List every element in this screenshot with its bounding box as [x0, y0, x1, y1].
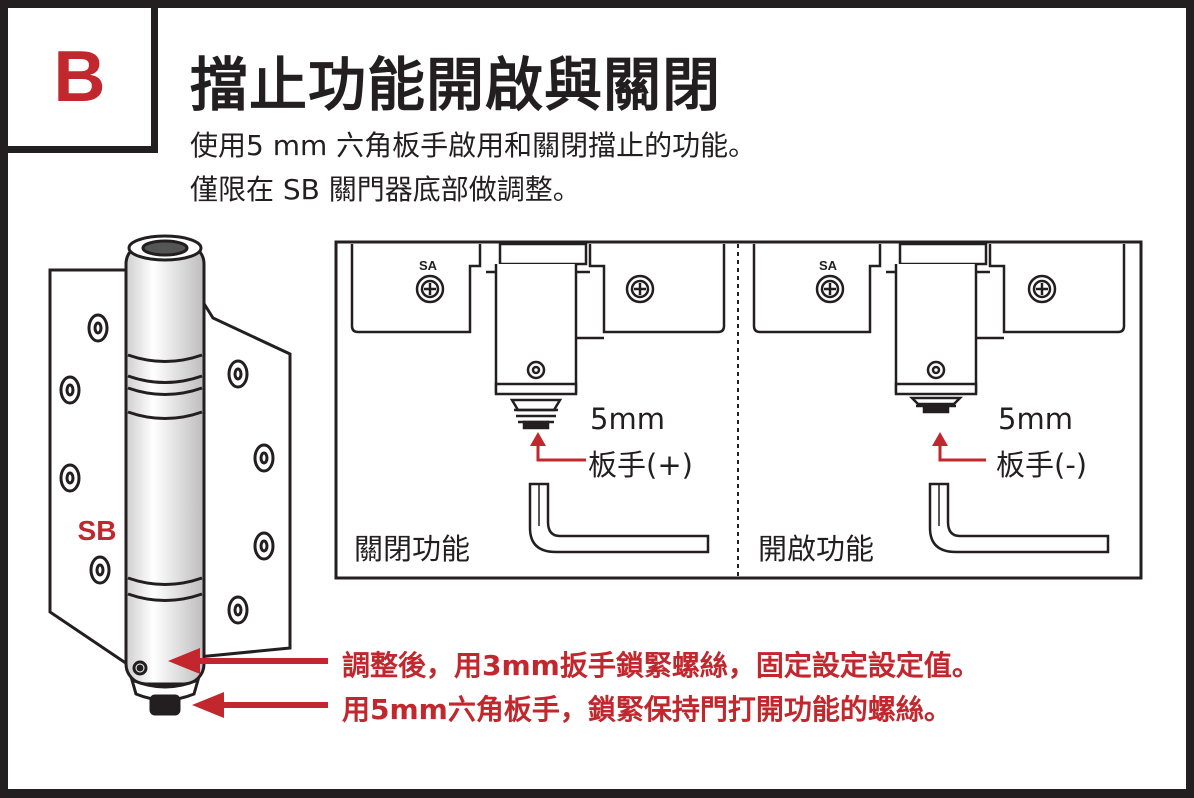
closer-drawing-close	[350, 242, 726, 554]
panel-1-wrench-direction: 板手(+)	[588, 448, 693, 482]
arrow-left-icon	[168, 648, 328, 674]
hinge-hole-icon	[227, 359, 275, 625]
panel-2-wrench-size: 5mm	[998, 402, 1073, 436]
panel-1-function-label: 關閉功能	[354, 532, 471, 566]
panel-2-wrench-direction: 板手(-)	[996, 448, 1088, 482]
arrow-left-icon	[192, 692, 328, 718]
hinge-hole-icon	[59, 313, 111, 585]
panel-2-mark: SA	[819, 258, 838, 273]
note-lock-5mm: 用5mm六角板手，鎖緊保持門打開功能的螺絲。	[342, 693, 952, 726]
illustration: SB	[48, 234, 1143, 718]
panel-2-function-label: 開啟功能	[758, 532, 875, 566]
arrow-up-icon	[530, 432, 586, 462]
subtitle-line-1: 使用5 mm 六角板手啟用和關閉擋止的功能。	[190, 129, 757, 162]
screw-head-icon	[815, 274, 1057, 304]
subtitle-line-2: 僅限在 SB 關門器底部做調整。	[190, 173, 581, 206]
section-badge: B	[8, 8, 158, 153]
hinge-illustration	[48, 234, 292, 716]
section-letter: B	[53, 37, 106, 117]
arrow-up-icon	[932, 432, 986, 462]
panel-1-mark: SA	[419, 258, 438, 273]
screw-head-icon	[415, 274, 655, 304]
page-title: 擋止功能開啟與關閉	[190, 51, 722, 119]
instruction-sheet: B 擋止功能開啟與關閉 使用5 mm 六角板手啟用和關閉擋止的功能。 僅限在 S…	[8, 8, 1186, 789]
panel-1-wrench-size: 5mm	[590, 402, 665, 436]
note-lock-3mm: 調整後，用3mm扳手鎖緊螺絲，固定設定設定值。	[342, 649, 980, 682]
hinge-label: SB	[78, 515, 117, 546]
